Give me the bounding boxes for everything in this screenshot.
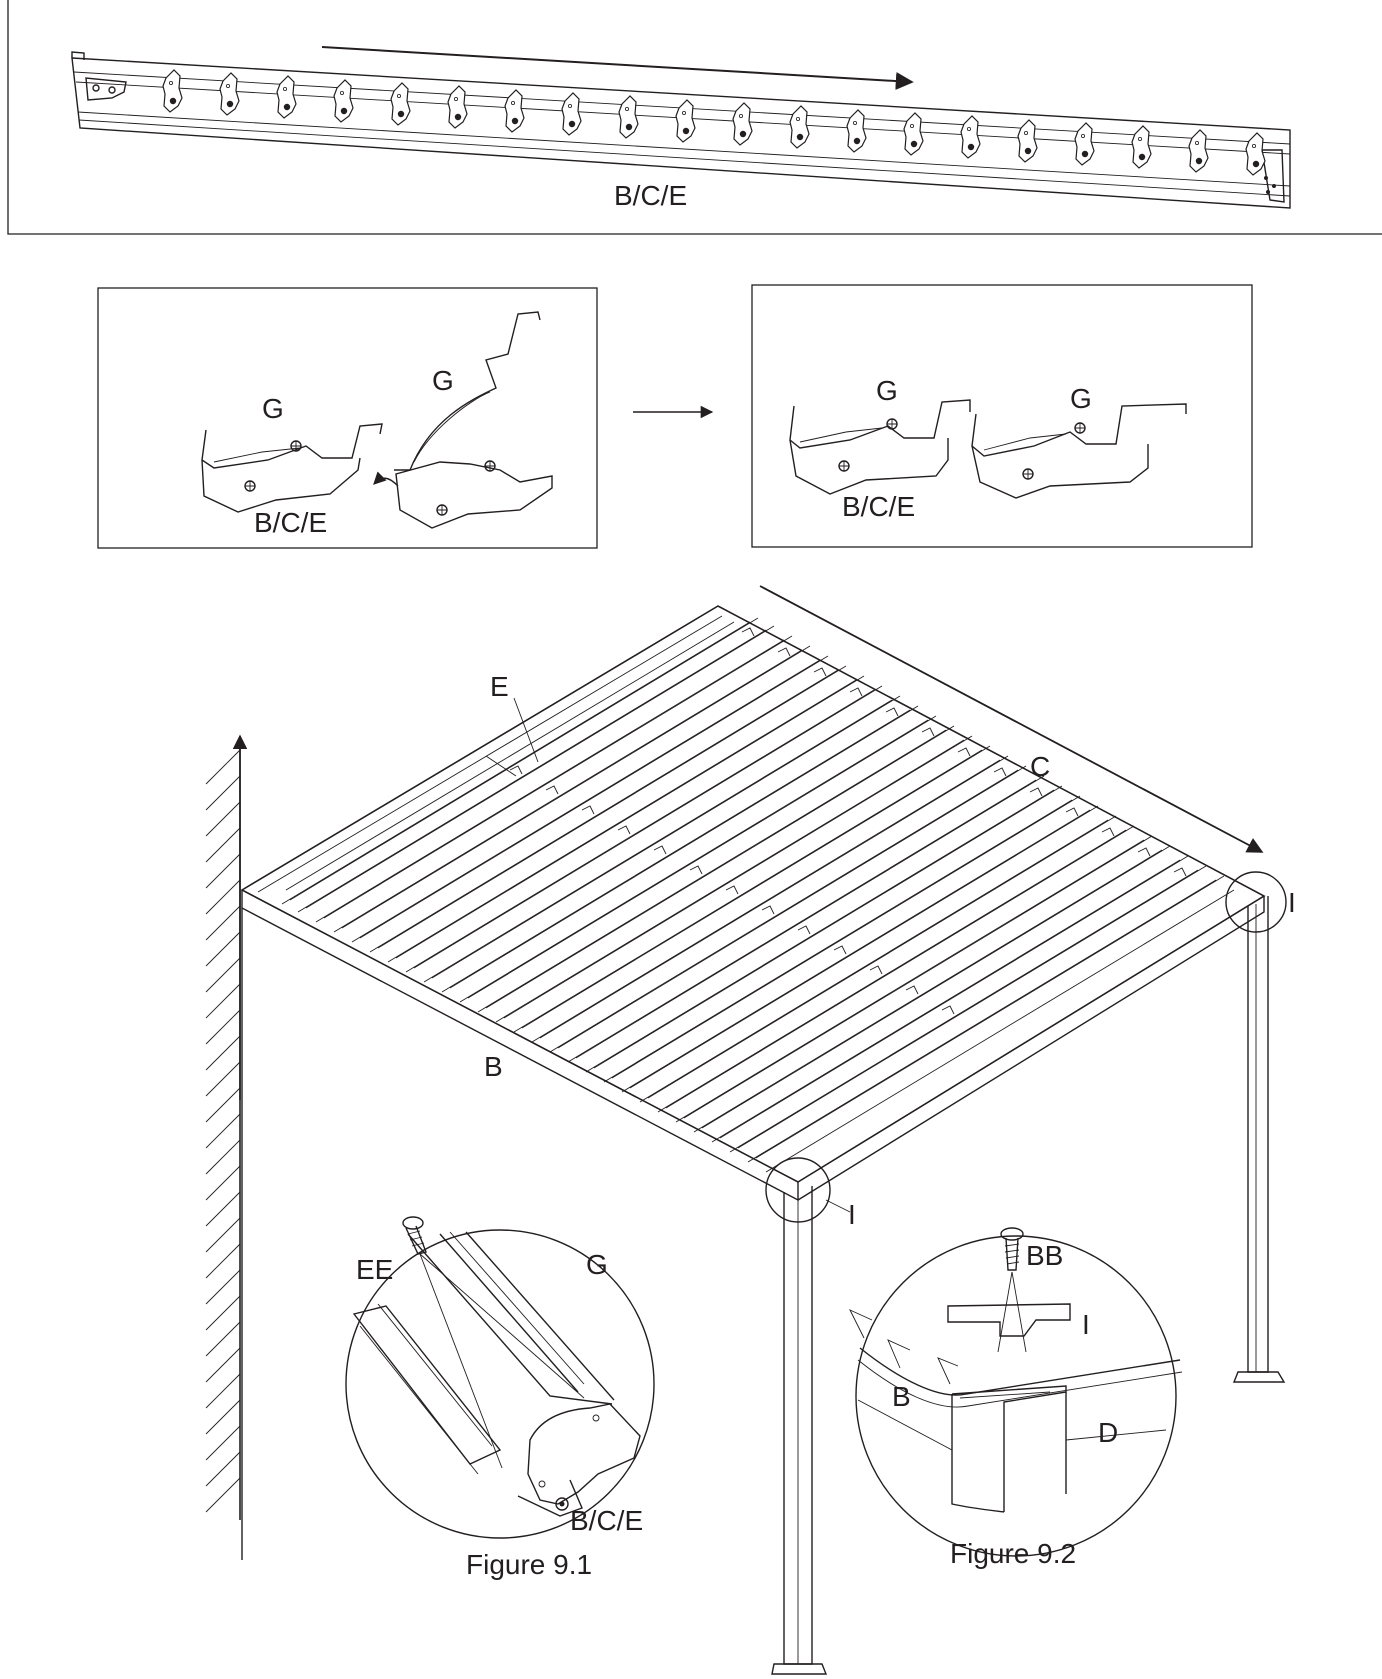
post-back-foot bbox=[1232, 1371, 1286, 1383]
detail-panel-after: G G B/C/E bbox=[751, 284, 1253, 548]
fig91-rail bbox=[352, 1303, 502, 1475]
wall-hatching bbox=[205, 749, 241, 1513]
fig92-label-d: D bbox=[1098, 1417, 1118, 1448]
insert-arrow bbox=[373, 471, 399, 487]
fig91-label-ee: EE bbox=[356, 1254, 393, 1285]
top-panel: B/C/E bbox=[7, 0, 1382, 235]
top-panel-border bbox=[7, 0, 1382, 235]
beam-label: B/C/E bbox=[614, 180, 687, 211]
label-g-assembled-1: G bbox=[876, 375, 898, 406]
slat-g-tilted bbox=[394, 311, 541, 471]
fig92-label-i: I bbox=[1082, 1309, 1090, 1340]
fig91-label-bce: B/C/E bbox=[570, 1505, 643, 1536]
fig92-cover-i bbox=[947, 1303, 1071, 1337]
fig91-slat-g bbox=[407, 1231, 615, 1405]
detail-circle-back bbox=[1225, 871, 1287, 933]
figure-9-1-caption: Figure 9.1 bbox=[466, 1549, 592, 1580]
fig92-corner bbox=[849, 1309, 1183, 1513]
assembled-slat-1 bbox=[789, 399, 971, 495]
end-cap-left bbox=[201, 457, 361, 513]
fig92-label-b: B bbox=[892, 1381, 911, 1412]
slide-direction-arrow bbox=[321, 46, 914, 91]
label-bce-left: B/C/E bbox=[254, 507, 327, 538]
fig91-screw-ee bbox=[402, 1216, 427, 1255]
assembled-slat-2 bbox=[971, 403, 1187, 499]
posts bbox=[241, 871, 1287, 1675]
figure-9-2-caption: Figure 9.2 bbox=[950, 1538, 1076, 1569]
fig91-label-g: G bbox=[586, 1249, 608, 1280]
detail-circle-front bbox=[765, 1157, 831, 1223]
detail-panel-before: G G B/C/E bbox=[97, 287, 598, 549]
label-g-seated: G bbox=[262, 393, 284, 424]
label-e: E bbox=[490, 671, 509, 702]
fig92-label-bb: BB bbox=[1026, 1240, 1063, 1271]
label-i-front: I bbox=[848, 1199, 856, 1230]
wall bbox=[205, 734, 248, 1520]
label-c: C bbox=[1030, 751, 1050, 782]
slat-clip-row-1 bbox=[509, 627, 1187, 1015]
fig91-end-cap bbox=[517, 1403, 641, 1517]
label-g-tilted: G bbox=[432, 365, 454, 396]
roof-slats bbox=[281, 617, 1235, 1173]
label-b: B bbox=[484, 1051, 503, 1082]
slat-direction-arrow bbox=[759, 585, 1264, 853]
figure-9-1: EE G B/C/E Figure 9.1 bbox=[345, 1216, 655, 1580]
label-bce-right: B/C/E bbox=[842, 491, 915, 522]
end-cap-right bbox=[395, 460, 553, 529]
label-i-back: I bbox=[1288, 887, 1296, 918]
slat-g-seated bbox=[201, 423, 383, 469]
leader-e bbox=[513, 697, 539, 763]
roof-frame bbox=[240, 605, 1266, 1202]
fig91-leader-1 bbox=[419, 1253, 503, 1469]
post-front-foot bbox=[771, 1663, 828, 1675]
figure-9-2: BB I B D Figure 9.2 bbox=[849, 1227, 1183, 1569]
fig92-screw-bb bbox=[1000, 1227, 1024, 1271]
label-g-assembled-2: G bbox=[1070, 383, 1092, 414]
fig91-leader-2 bbox=[419, 1253, 585, 1399]
